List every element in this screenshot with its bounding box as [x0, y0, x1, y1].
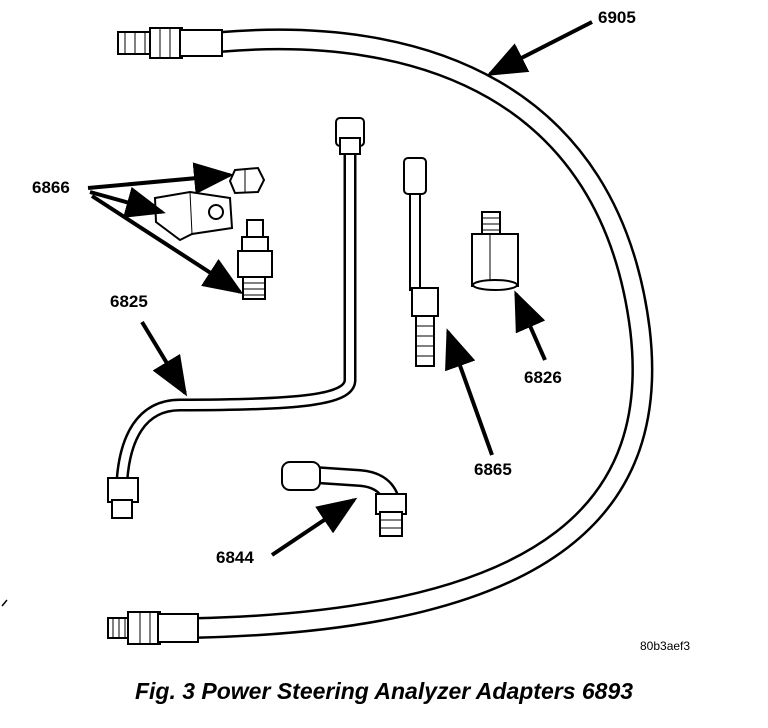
adapter-6826 [471, 211, 519, 291]
hose-6905 [107, 27, 654, 645]
label-6826: 6826 [524, 368, 562, 387]
label-6844: 6844 [216, 548, 254, 567]
leader-arrows [87, 20, 593, 557]
elbow-6844 [281, 461, 407, 537]
tube-6825 [107, 117, 365, 519]
tube-6865 [403, 157, 439, 367]
label-6866: 6866 [32, 178, 70, 197]
image-ref-code: 80b3aef3 [640, 639, 691, 653]
label-6865: 6865 [474, 460, 512, 479]
edge-mark [1, 599, 8, 607]
kit-6866-parts [153, 166, 273, 300]
label-6905: 6905 [598, 8, 636, 27]
label-6825: 6825 [110, 292, 148, 311]
figure-caption: Fig. 3 Power Steering Analyzer Adapters … [134, 678, 634, 704]
